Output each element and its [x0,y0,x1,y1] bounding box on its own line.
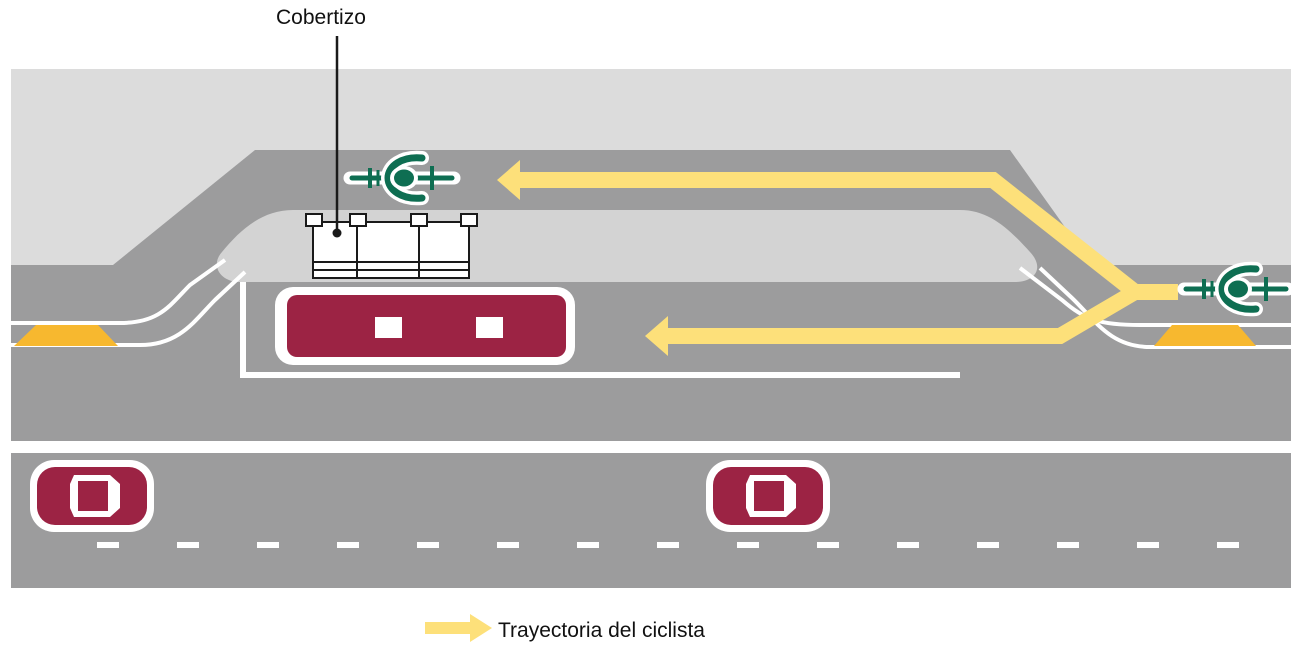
lane-dash [1057,542,1079,548]
dashed-lane-marking [97,542,1239,548]
legend: Trayectoria del ciclista [425,614,705,642]
lane-dash [737,542,759,548]
separator-left [14,325,118,346]
lane-dash [1217,542,1239,548]
car-left [30,460,154,532]
sidewalk [11,69,1291,265]
lane-dash [337,542,359,548]
lane-dash [497,542,519,548]
bike-lane-line-left-inner [11,270,247,347]
lane-separator [11,441,1291,453]
lane-dash [177,542,199,548]
legend-label: Trayectoria del ciclista [498,619,705,642]
lane-dash [1137,542,1159,548]
bus [275,287,575,365]
bike-lane-line-left-outer [11,258,227,325]
legend-arrowhead-icon [470,614,492,642]
lane-dash [97,542,119,548]
cyclist-path [520,172,1178,344]
lane-dash [897,542,919,548]
shelter [305,213,478,279]
car-center [706,460,830,532]
lane-dash [417,542,439,548]
bus-bay-marking [240,282,960,378]
lane-dash [977,542,999,548]
lane-dash [657,542,679,548]
lane-dash [817,542,839,548]
separator-right [1154,325,1256,346]
lane-dash [257,542,279,548]
bike-lane-line-right-inner [1038,266,1291,349]
cyclist-path-arrowhead-lower [645,316,668,356]
lane-dash [577,542,599,548]
callout-label: Cobertizo [276,6,366,29]
cyclist-path-arrowhead-upper [497,160,520,200]
